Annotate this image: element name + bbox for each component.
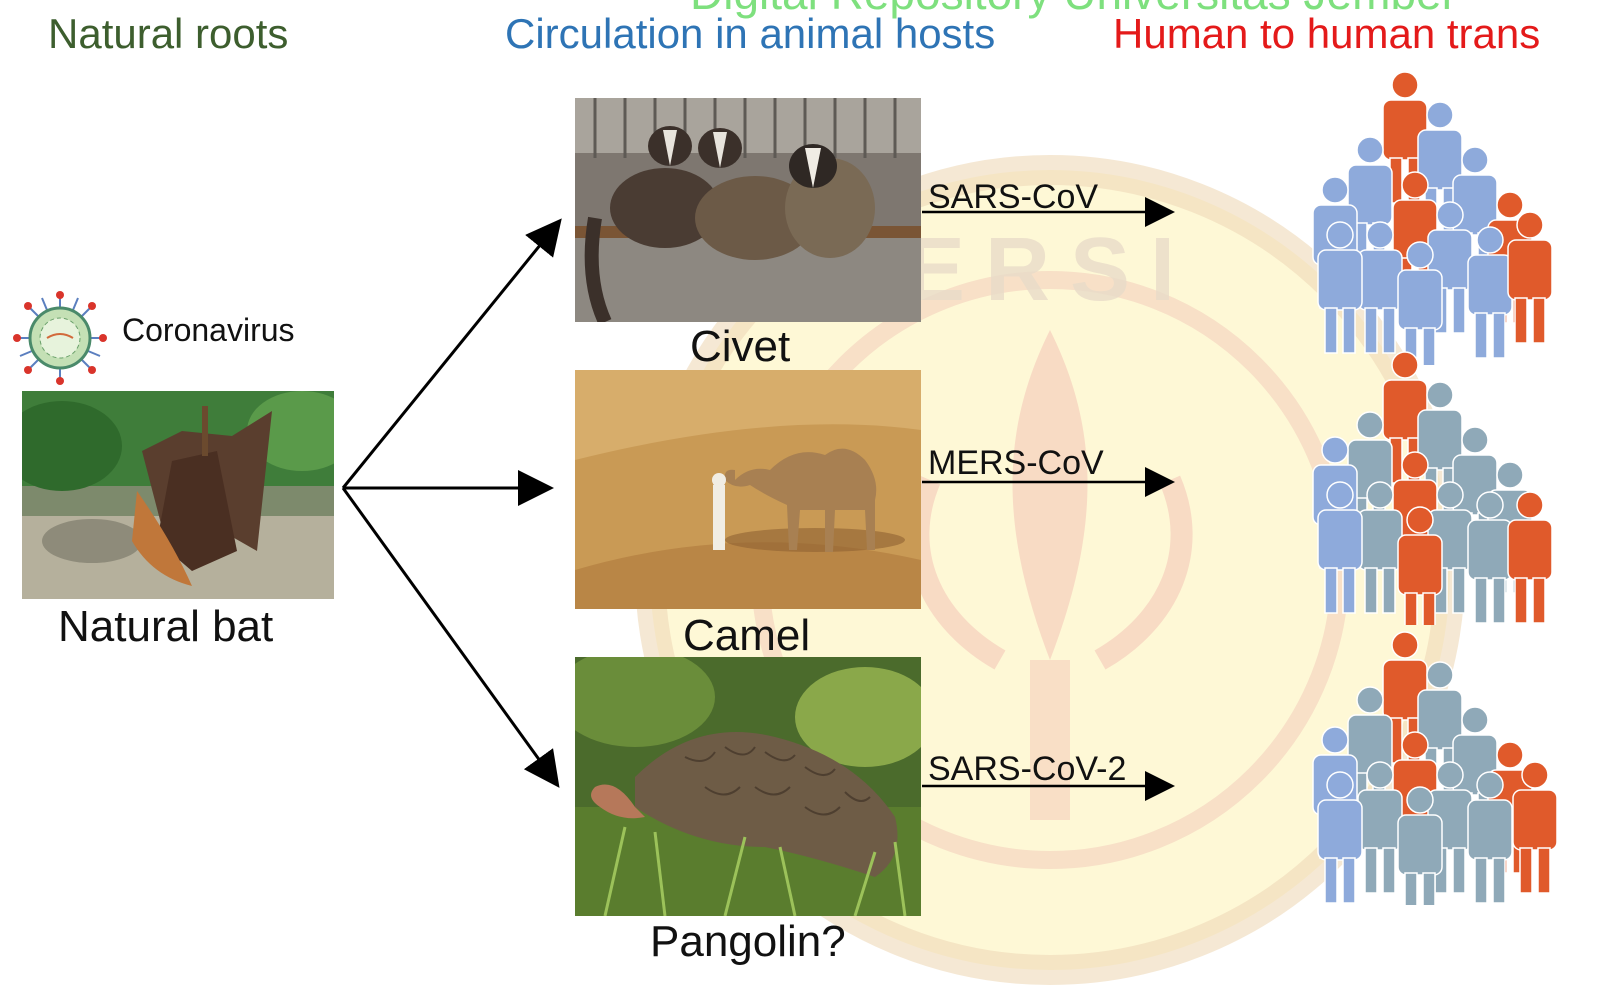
camel-label: Camel xyxy=(683,614,810,658)
camel-photo xyxy=(575,370,921,609)
human-crowd-mers-cov xyxy=(1300,345,1570,625)
pangolin-photo xyxy=(575,657,921,916)
arrow-label-sars-cov: SARS-CoV xyxy=(928,180,1098,214)
header-natural-roots: Natural roots xyxy=(48,13,288,55)
bat-label: Natural bat xyxy=(58,605,273,649)
coronavirus-label: Coronavirus xyxy=(122,314,295,346)
svg-text:ERSI: ERSI xyxy=(905,220,1195,320)
human-crowd-sars-cov-2 xyxy=(1300,625,1570,905)
arrow-label-sars-cov-2: SARS-CoV-2 xyxy=(928,752,1126,786)
arrow-bat-to-pangolin xyxy=(343,488,556,783)
civet-label: Civet xyxy=(690,325,790,369)
bat-photo xyxy=(22,391,334,599)
header-human-transmission: Human to human trans xyxy=(1113,13,1540,55)
human-crowd-sars-cov xyxy=(1300,65,1570,365)
arrow-bat-to-civet xyxy=(343,223,558,488)
pangolin-label: Pangolin? xyxy=(650,920,846,964)
coronavirus-icon xyxy=(12,290,108,386)
header-animal-hosts: Circulation in animal hosts xyxy=(505,13,995,55)
civet-photo xyxy=(575,98,921,322)
arrow-label-mers-cov: MERS-CoV xyxy=(928,446,1104,480)
